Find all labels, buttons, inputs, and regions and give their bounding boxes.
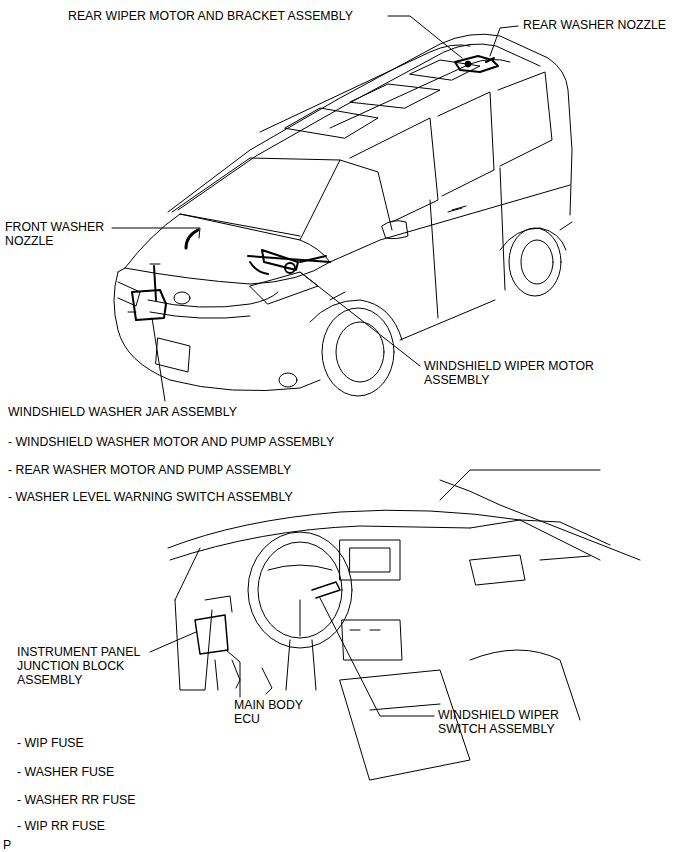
part-label: REAR WIPER MOTOR AND BRACKET ASSEMBLY (68, 9, 353, 23)
part-label: WINDSHIELD WIPER SWITCH ASSEMBLY (438, 708, 578, 736)
fuse-item: - WASHER RR FUSE (17, 793, 135, 807)
part-label: WINDSHIELD WIPER MOTOR ASSEMBLY (424, 359, 614, 387)
sub-part-item: - REAR WASHER MOTOR AND PUMP ASSEMBLY (8, 463, 291, 477)
part-label: WINDSHIELD WASHER JAR ASSEMBLY (8, 405, 237, 419)
part-label: FRONT WASHER NOZZLE (5, 220, 115, 248)
fuse-item: - WASHER FUSE (17, 765, 114, 779)
part-label: REAR WASHER NOZZLE (523, 18, 666, 32)
fuse-item: - WIP FUSE (17, 736, 84, 750)
part-label: INSTRUMENT PANEL JUNCTION BLOCK ASSEMBLY (17, 645, 157, 687)
fuse-item: - WIP RR FUSE (17, 819, 105, 833)
part-label: MAIN BODY ECU (234, 698, 316, 726)
sub-part-item: - WASHER LEVEL WARNING SWITCH ASSEMBLY (8, 490, 293, 504)
sub-part-item: - WINDSHIELD WASHER MOTOR AND PUMP ASSEM… (8, 435, 334, 449)
page-code: P (3, 838, 11, 852)
